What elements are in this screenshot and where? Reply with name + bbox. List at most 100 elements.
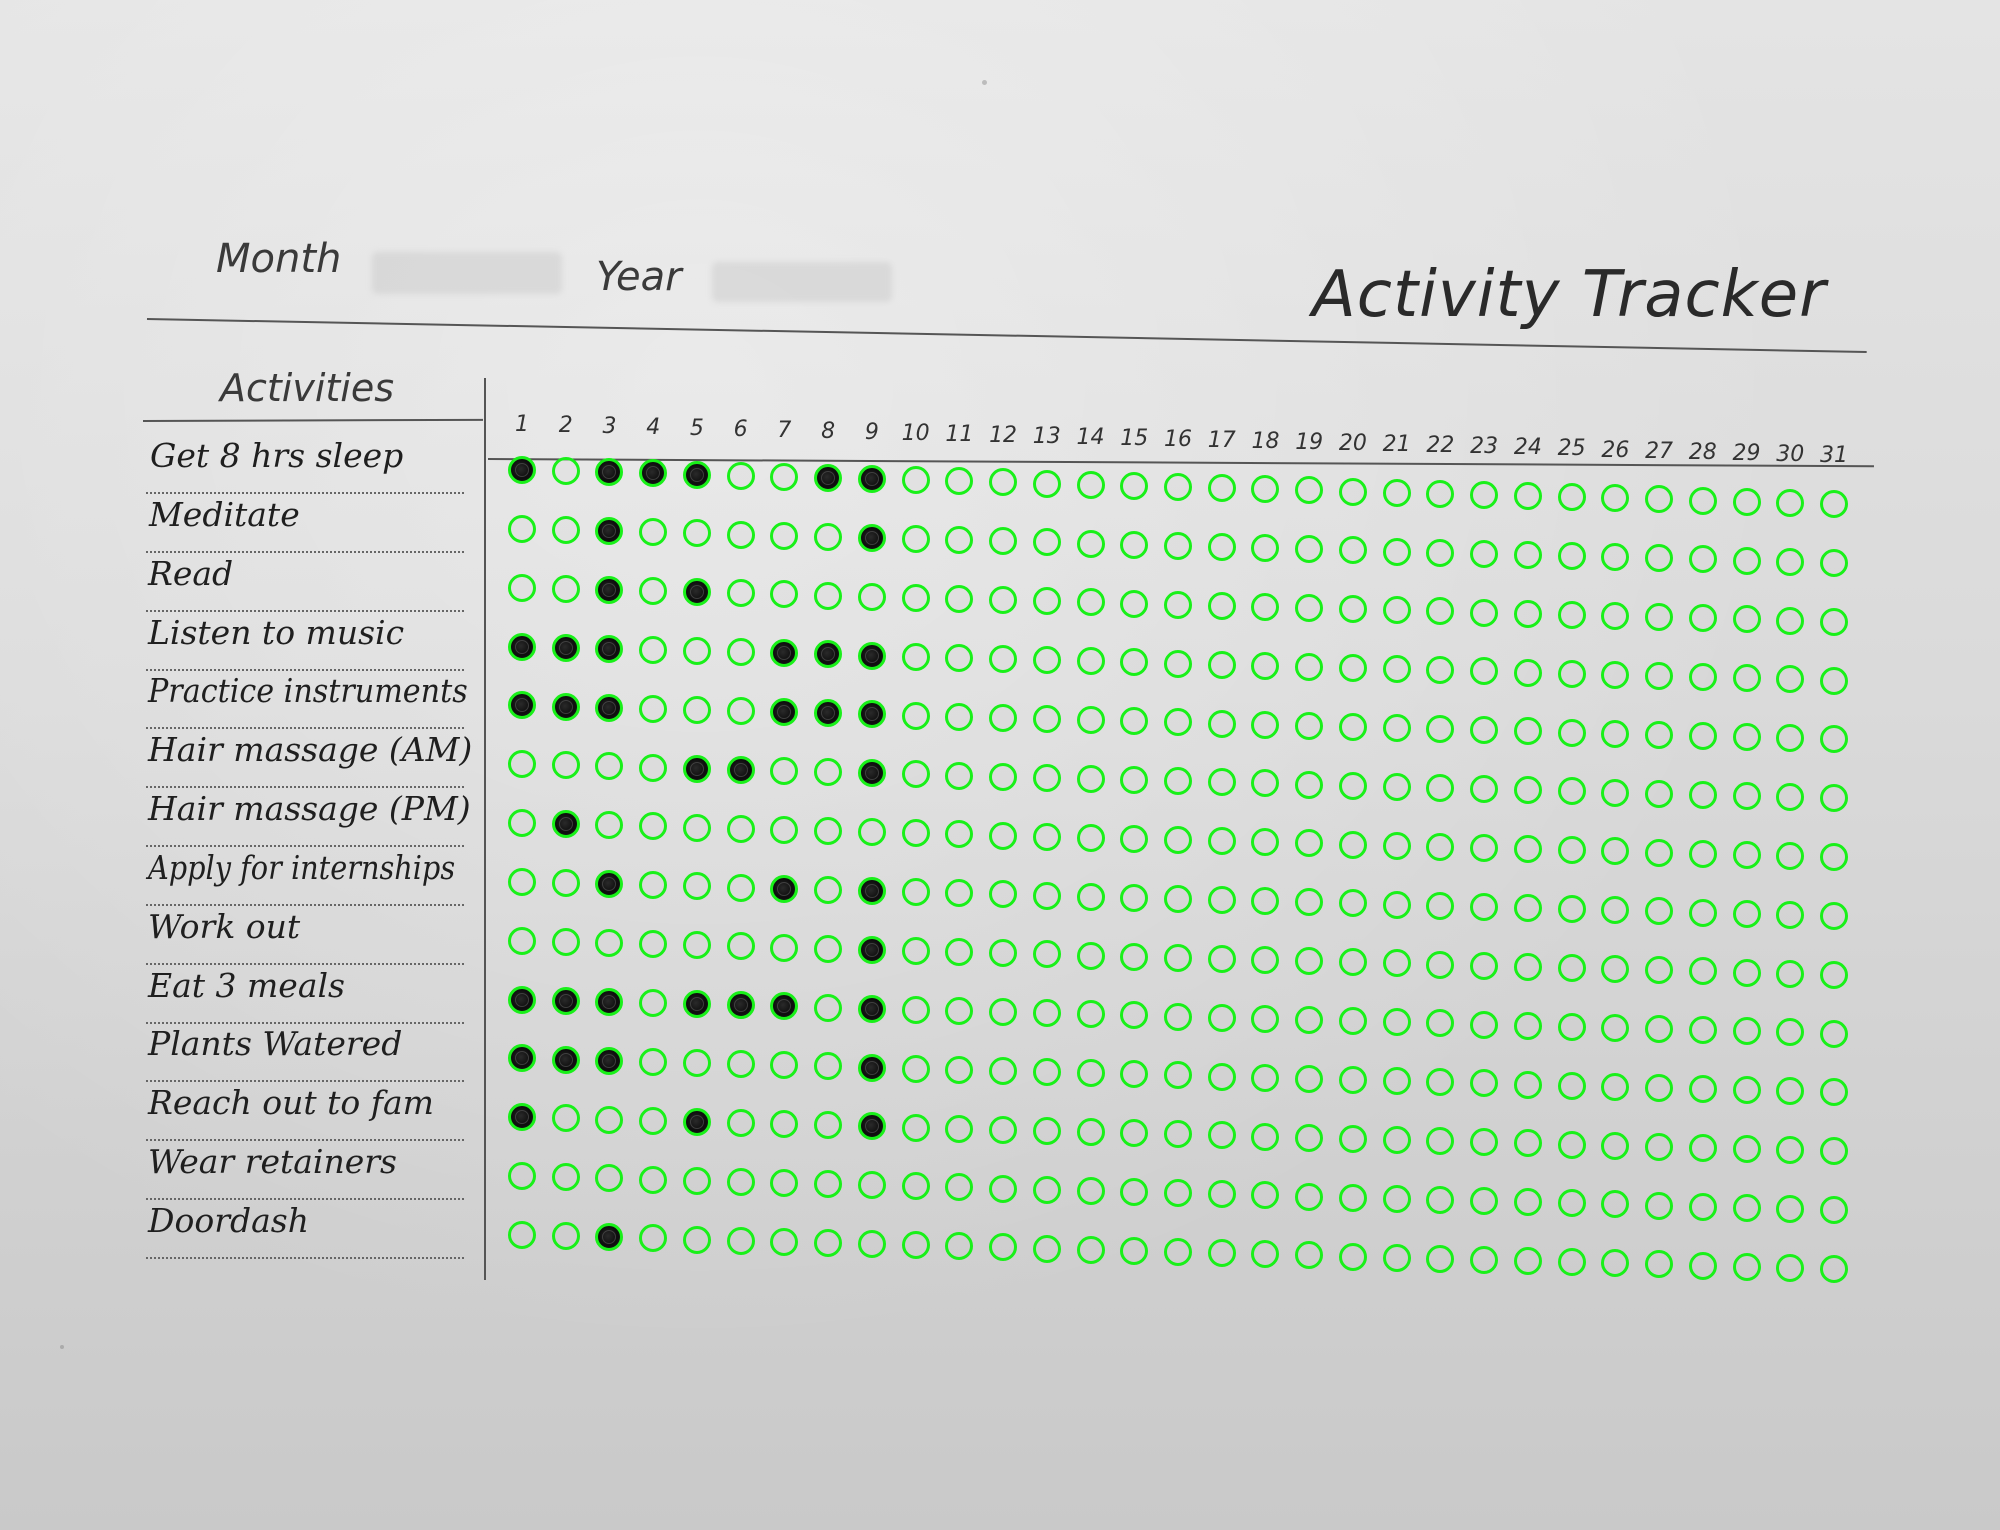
day-cell[interactable] <box>1251 1122 1280 1151</box>
day-cell[interactable] <box>1295 652 1324 681</box>
day-cell[interactable] <box>1645 1191 1674 1220</box>
day-cell[interactable] <box>1295 1123 1324 1152</box>
day-cell[interactable] <box>639 459 668 488</box>
day-cell[interactable] <box>1164 1061 1192 1090</box>
day-cell[interactable] <box>1557 659 1586 688</box>
day-cell[interactable] <box>1295 947 1324 976</box>
day-cell[interactable] <box>770 698 799 727</box>
day-cell[interactable] <box>1382 772 1411 801</box>
day-cell[interactable] <box>1338 889 1367 918</box>
day-cell[interactable] <box>682 519 711 548</box>
day-cell[interactable] <box>682 990 711 1019</box>
day-cell[interactable] <box>551 986 580 1015</box>
day-cell[interactable] <box>945 761 974 790</box>
day-cell[interactable] <box>551 810 580 839</box>
day-cell[interactable] <box>1776 665 1805 694</box>
day-cell[interactable] <box>726 814 755 843</box>
day-cell[interactable] <box>1776 783 1805 812</box>
day-cell[interactable] <box>945 643 974 672</box>
day-cell[interactable] <box>1207 1180 1236 1209</box>
day-cell[interactable] <box>726 697 755 726</box>
day-cell[interactable] <box>1076 1235 1105 1264</box>
day-cell[interactable] <box>551 515 580 544</box>
day-cell[interactable] <box>1338 948 1367 977</box>
day-cell[interactable] <box>1251 1063 1280 1092</box>
day-cell[interactable] <box>1295 1064 1324 1093</box>
day-cell[interactable] <box>1513 482 1542 511</box>
day-cell[interactable] <box>857 759 886 788</box>
day-cell[interactable] <box>1164 1179 1192 1208</box>
day-cell[interactable] <box>1513 1247 1542 1276</box>
day-cell[interactable] <box>1557 953 1586 982</box>
day-cell[interactable] <box>1338 830 1367 859</box>
day-cell[interactable] <box>639 930 668 959</box>
day-cell[interactable] <box>1645 1132 1674 1161</box>
day-cell[interactable] <box>814 463 843 492</box>
day-cell[interactable] <box>1076 941 1105 970</box>
day-cell[interactable] <box>1732 546 1761 575</box>
day-cell[interactable] <box>814 1228 843 1257</box>
day-cell[interactable] <box>1295 829 1324 858</box>
day-cell[interactable] <box>1732 1076 1761 1105</box>
day-cell[interactable] <box>1557 1248 1586 1277</box>
day-cell[interactable] <box>1601 1131 1630 1160</box>
day-cell[interactable] <box>508 809 536 838</box>
day-cell[interactable] <box>1645 603 1674 632</box>
day-cell[interactable] <box>945 1232 974 1261</box>
day-cell[interactable] <box>770 639 799 668</box>
day-cell[interactable] <box>1557 1189 1586 1218</box>
day-cell[interactable] <box>1688 1133 1717 1162</box>
day-cell[interactable] <box>639 577 668 606</box>
day-cell[interactable] <box>857 1053 886 1082</box>
day-cell[interactable] <box>989 703 1018 732</box>
day-cell[interactable] <box>1382 1125 1411 1154</box>
day-cell[interactable] <box>1820 1137 1848 1166</box>
day-cell[interactable] <box>551 692 580 721</box>
day-cell[interactable] <box>989 1233 1018 1262</box>
day-cell[interactable] <box>1120 648 1149 677</box>
day-cell[interactable] <box>1645 1073 1674 1102</box>
day-cell[interactable] <box>901 878 930 907</box>
day-cell[interactable] <box>1382 1008 1411 1037</box>
day-cell[interactable] <box>1470 1010 1499 1039</box>
day-cell[interactable] <box>989 821 1018 850</box>
day-cell[interactable] <box>1032 881 1061 910</box>
day-cell[interactable] <box>1032 1058 1061 1087</box>
day-cell[interactable] <box>595 1164 624 1193</box>
day-cell[interactable] <box>1820 901 1848 930</box>
day-cell[interactable] <box>1120 1060 1149 1089</box>
day-cell[interactable] <box>1557 1130 1586 1159</box>
day-cell[interactable] <box>1601 1013 1630 1042</box>
day-cell[interactable] <box>1032 763 1061 792</box>
day-cell[interactable] <box>1688 1075 1717 1104</box>
day-cell[interactable] <box>1426 538 1455 567</box>
day-cell[interactable] <box>1513 658 1542 687</box>
day-cell[interactable] <box>1338 536 1367 565</box>
day-cell[interactable] <box>1251 828 1280 857</box>
day-cell[interactable] <box>1207 474 1236 503</box>
day-cell[interactable] <box>1120 766 1149 795</box>
day-cell[interactable] <box>857 935 886 964</box>
day-cell[interactable] <box>508 632 536 661</box>
day-cell[interactable] <box>1382 655 1411 684</box>
day-cell[interactable] <box>1076 882 1105 911</box>
day-cell[interactable] <box>945 820 974 849</box>
day-cell[interactable] <box>639 871 668 900</box>
day-cell[interactable] <box>1470 539 1499 568</box>
day-cell[interactable] <box>1776 1018 1805 1047</box>
day-cell[interactable] <box>1076 529 1105 558</box>
day-cell[interactable] <box>814 699 843 728</box>
day-cell[interactable] <box>770 874 799 903</box>
day-cell[interactable] <box>857 876 886 905</box>
day-cell[interactable] <box>1601 955 1630 984</box>
day-cell[interactable] <box>945 467 974 496</box>
day-cell[interactable] <box>1164 826 1192 855</box>
day-cell[interactable] <box>551 751 580 780</box>
day-cell[interactable] <box>1426 597 1455 626</box>
day-cell[interactable] <box>1776 606 1805 635</box>
day-cell[interactable] <box>770 462 799 491</box>
day-cell[interactable] <box>551 1045 580 1074</box>
day-cell[interactable] <box>1120 1178 1149 1207</box>
day-cell[interactable] <box>1251 1240 1280 1269</box>
day-cell[interactable] <box>1032 999 1061 1028</box>
